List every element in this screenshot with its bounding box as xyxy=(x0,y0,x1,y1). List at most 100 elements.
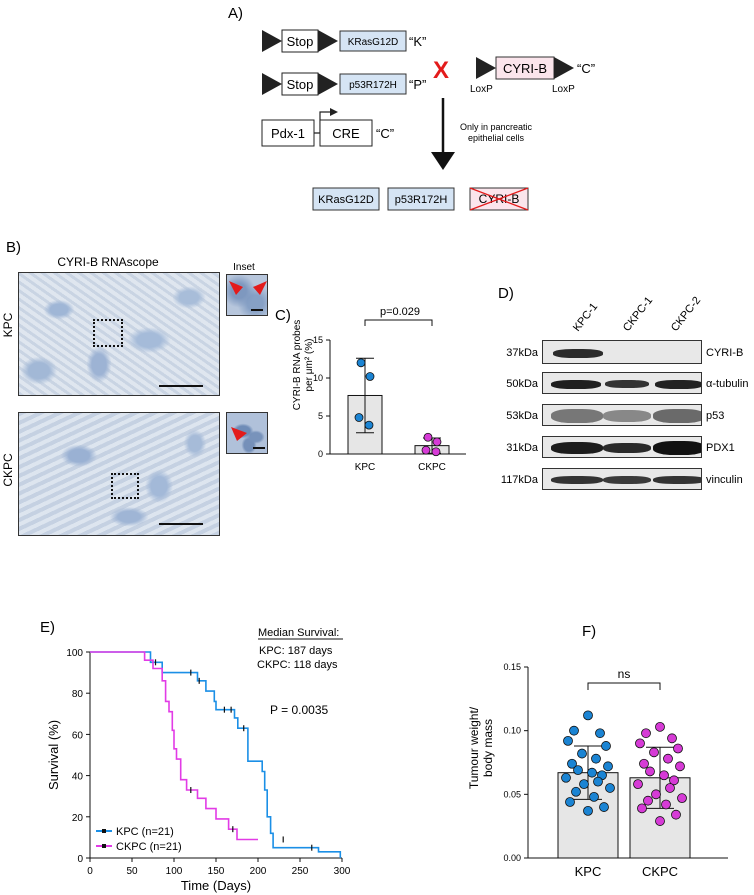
result-kras-box xyxy=(312,187,380,211)
data-point-ckpc xyxy=(633,779,643,790)
x-tick-label: KPC xyxy=(575,864,602,879)
y-tick-label: 0.00 xyxy=(503,853,521,863)
data-point-ckpc xyxy=(667,733,677,744)
x-tick-label: CKPC xyxy=(418,462,446,473)
y-tick-label: 80 xyxy=(72,689,84,700)
cre-box xyxy=(319,119,373,147)
protein-label: α-tubulin xyxy=(706,378,748,390)
lane-label: KPC-1 xyxy=(571,301,600,334)
x-tick-label: 200 xyxy=(250,866,267,877)
data-point-kpc xyxy=(599,802,609,812)
blot-band xyxy=(653,476,701,484)
data-point-ckpc xyxy=(637,803,647,814)
y-tick-label: 20 xyxy=(72,813,84,824)
y-tick-label: 5 xyxy=(318,411,323,421)
blot-strip xyxy=(542,372,702,394)
data-point-kpc xyxy=(364,420,374,430)
result-p53-label: p53R172H xyxy=(395,194,448,206)
panel-f: F) Tumour weight/ body mass 0.000.050.10… xyxy=(467,623,728,879)
data-point-ckpc xyxy=(423,432,433,442)
y-tick-label: 0.10 xyxy=(503,726,521,736)
arrow-note: epithelial cells xyxy=(468,133,525,143)
kras-label: KRasG12D xyxy=(348,37,399,48)
loxp-triangle xyxy=(318,30,338,52)
protein-label: p53 xyxy=(706,410,724,422)
data-point-kpc xyxy=(593,776,603,787)
row-label-ckpc: CKPC xyxy=(1,453,15,487)
data-point-kpc xyxy=(591,753,601,764)
data-point-ckpc xyxy=(665,783,675,793)
median-kpc: KPC: 187 days xyxy=(259,645,333,657)
loxp-label: LoxP xyxy=(552,84,575,95)
legend-marker xyxy=(102,844,106,848)
row-label-kpc: KPC xyxy=(1,312,15,337)
kda-label: 50kDa xyxy=(506,378,539,390)
lane-label: CKPC-2 xyxy=(669,295,703,334)
data-point-kpc xyxy=(601,741,611,751)
data-point-ckpc xyxy=(673,743,683,754)
p-tag: “P” xyxy=(409,77,426,92)
data-point-kpc xyxy=(595,728,605,739)
data-point-kpc xyxy=(354,413,364,422)
y-axis-label: Survival (%) xyxy=(46,720,61,790)
y-tick-label: 40 xyxy=(72,772,84,783)
panel-a: A) Stop KRasG12D “K” Stop p53R172H “P” X… xyxy=(228,5,595,211)
result-kras-label: KRasG12D xyxy=(318,194,374,206)
c-tag: “C” xyxy=(376,126,394,141)
blot-strip xyxy=(542,436,702,458)
survival-curve-ckpc xyxy=(90,651,258,841)
data-point-kpc xyxy=(603,761,613,772)
data-point-kpc xyxy=(561,772,571,783)
panel-c-ylabel: CYRI-B RNA probes xyxy=(292,320,303,411)
data-point-kpc xyxy=(565,797,575,807)
data-point-ckpc xyxy=(655,721,665,732)
inset-region-box xyxy=(93,319,123,347)
y-tick-label: 100 xyxy=(66,648,83,659)
significance-bracket xyxy=(587,682,661,690)
data-point-ckpc xyxy=(421,445,431,455)
x-tick-label: 300 xyxy=(334,866,351,877)
deletion-strike xyxy=(469,187,529,211)
y-tick-label: 0.15 xyxy=(503,662,521,672)
loxp-triangle xyxy=(554,57,574,79)
data-point-kpc xyxy=(567,758,577,769)
blot-band xyxy=(603,476,651,484)
blot-band xyxy=(551,476,603,484)
blot-band xyxy=(603,410,651,422)
survival-curve-kpc xyxy=(90,651,342,858)
protein-label: CYRI-B xyxy=(706,347,743,359)
data-point-ckpc xyxy=(431,447,441,457)
data-point-kpc xyxy=(583,710,593,721)
arrow-note: Only in pancreatic xyxy=(460,122,533,132)
blot-band xyxy=(653,441,701,455)
cre-label: CRE xyxy=(332,126,360,141)
panel-c-pvalue: p=0.029 xyxy=(380,306,420,318)
micrograph-ckpc xyxy=(18,412,220,536)
result-p53-box xyxy=(387,187,455,211)
panel-b: B) CYRI-B RNAscope Inset KPC CKPC xyxy=(1,239,255,487)
stop-label: Stop xyxy=(287,34,314,49)
red-arrowheads xyxy=(229,281,267,295)
legend-label: CKPC (n=21) xyxy=(116,841,182,853)
red-arrowheads xyxy=(231,427,247,441)
scale-bar xyxy=(253,447,265,449)
blot-band xyxy=(551,442,603,454)
data-point-kpc xyxy=(365,372,375,381)
data-point-ckpc xyxy=(655,816,665,826)
x-tick-label: 50 xyxy=(126,866,138,877)
loxp-triangle xyxy=(476,57,496,79)
panel-c-label: C) xyxy=(275,307,291,324)
blot-band xyxy=(655,379,701,389)
data-point-ckpc xyxy=(651,789,661,800)
y-tick-label: 0 xyxy=(318,449,323,459)
data-point-ckpc xyxy=(645,766,655,777)
data-point-kpc xyxy=(577,748,587,759)
p53-box xyxy=(339,73,407,95)
k-tag: “K” xyxy=(409,34,426,49)
blot-strip xyxy=(542,468,702,490)
inset-ckpc xyxy=(226,412,268,454)
